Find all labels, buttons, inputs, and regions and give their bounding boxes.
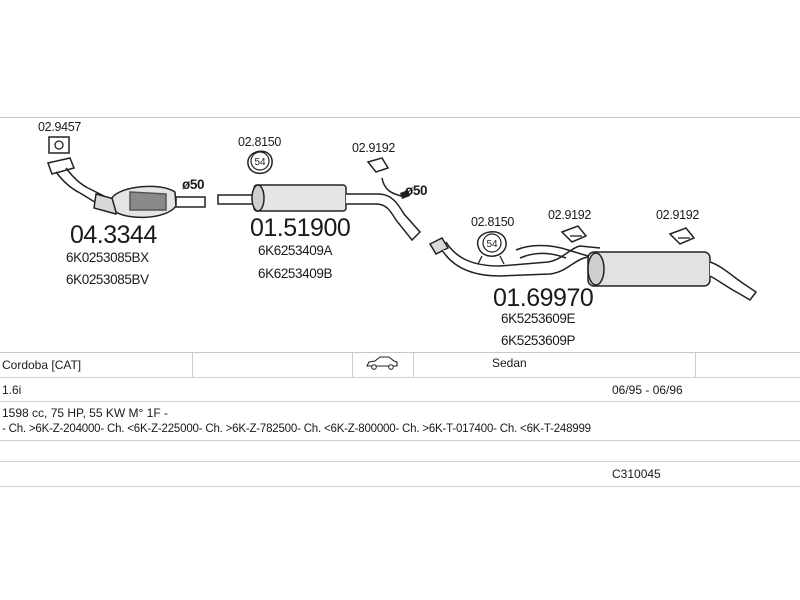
oem-reference: 6K5253609E	[501, 311, 576, 326]
catalog-code: C310045	[612, 467, 661, 481]
oem-reference: 6K5253609P	[501, 333, 576, 348]
table-row-spec: 1598 cc, 75 HP, 55 KW M° 1F -	[0, 402, 800, 420]
body-type: Sedan	[492, 356, 527, 370]
diameter-label: ø50	[182, 177, 205, 192]
car-icon	[365, 355, 399, 379]
engine: 1.6i	[2, 383, 22, 397]
clamp-icon	[668, 227, 696, 245]
diagram-bottom-line	[0, 352, 800, 353]
model-name: Cordoba [CAT]	[2, 358, 82, 372]
table-row-chassis: - Ch. >6K-Z-204000- Ch. <6K-Z-225000- Ch…	[0, 420, 800, 441]
production-period: 06/95 - 06/96	[612, 383, 683, 397]
clamp-icon	[366, 157, 410, 199]
table-row-model: Cordoba [CAT] Sedan	[0, 353, 800, 378]
rubber-hanger-icon: 54	[477, 231, 507, 265]
clamp-part-number: 02.9192	[352, 141, 396, 155]
oem-reference: 6K6253409B	[258, 266, 333, 281]
clamp-icon	[560, 225, 588, 243]
front-downpipe	[47, 157, 119, 215]
table-row-engine: 1.6i 06/95 - 06/96	[0, 378, 800, 402]
part-number: 01.51900	[250, 214, 351, 242]
rubber-hanger-icon: 54	[247, 150, 273, 174]
oem-reference: 6K0253085BX	[66, 250, 149, 265]
hanger-part-number: 02.8150	[471, 215, 515, 229]
catalytic-converter	[111, 185, 206, 219]
gasket-icon	[48, 136, 70, 154]
clamp-part-number: 02.9192	[656, 208, 700, 222]
svg-text:54: 54	[486, 239, 498, 250]
middle-silencer	[217, 184, 422, 242]
part-number: 04.3344	[70, 221, 157, 249]
table-row-code: C310045	[0, 462, 800, 487]
diameter-label: ø50	[405, 183, 428, 198]
part-number: 01.69970	[493, 284, 594, 312]
gasket-part-number: 02.9457	[38, 120, 82, 134]
table-row-empty	[0, 441, 800, 462]
oem-reference: 6K6253409A	[258, 243, 333, 258]
hanger-part-number: 02.8150	[238, 135, 282, 149]
svg-text:54: 54	[254, 157, 266, 168]
chassis-range: - Ch. >6K-Z-204000- Ch. <6K-Z-225000- Ch…	[2, 423, 591, 435]
oem-reference: 6K0253085BV	[66, 272, 149, 287]
clamp-part-number: 02.9192	[548, 208, 592, 222]
frame-top-line	[0, 117, 800, 118]
exhaust-diagram: 54 54	[47, 136, 758, 301]
engine-spec: 1598 cc, 75 HP, 55 KW M° 1F -	[2, 406, 168, 420]
